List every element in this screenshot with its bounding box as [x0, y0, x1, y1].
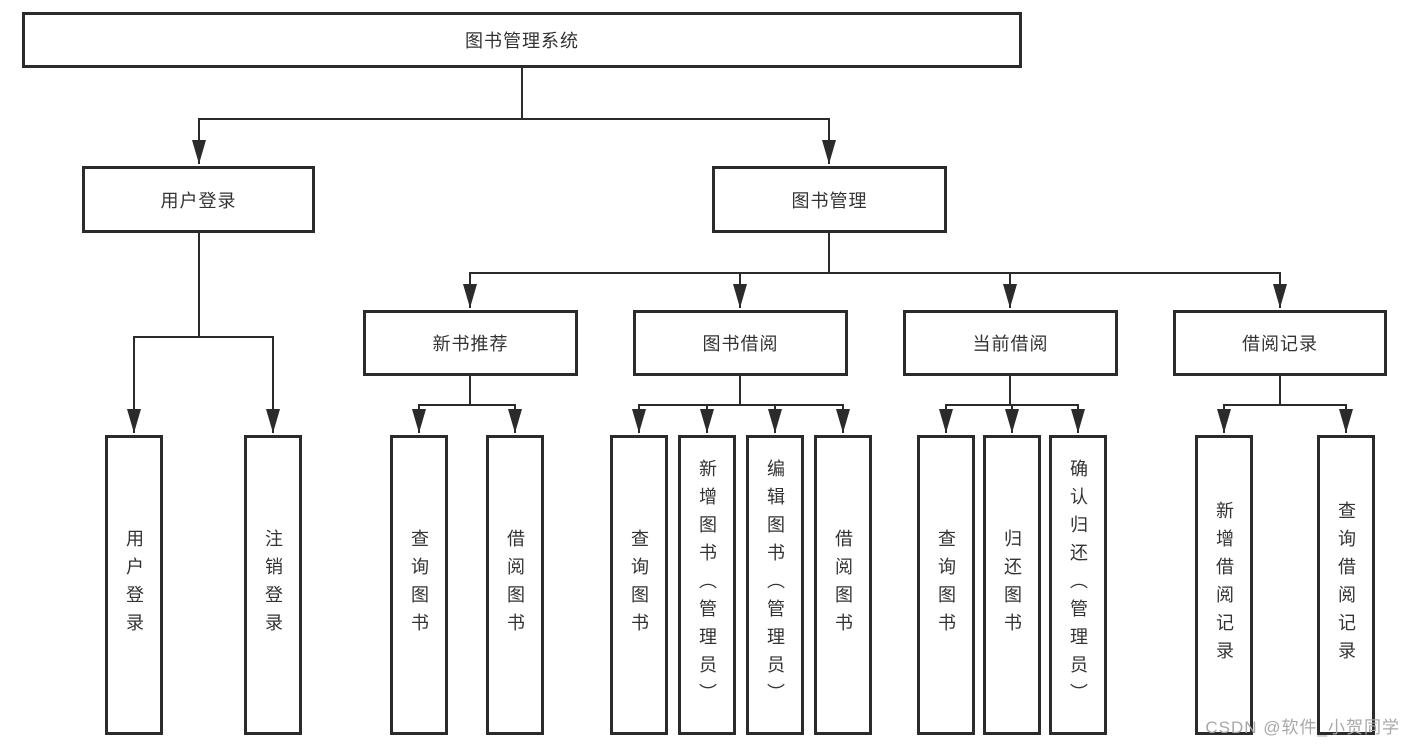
leaf-borrow-edit-admin: 编辑图书（管理员）	[746, 435, 804, 735]
node-book-mgmt: 图书管理	[712, 166, 947, 233]
csdn-watermark: CSDN @软件_小贺同学	[1205, 718, 1400, 737]
node-borrow-records: 借阅记录	[1173, 310, 1387, 376]
leaf-logout: 注销登录	[244, 435, 302, 735]
leaf-user-login: 用户登录	[105, 435, 163, 735]
leaf-current-query: 查询图书	[917, 435, 975, 735]
node-current-borrow: 当前借阅	[903, 310, 1118, 376]
connector-user-login	[127, 233, 280, 433]
node-new-books: 新书推荐	[363, 310, 578, 376]
leaf-current-confirm-admin: 确认归还（管理员）	[1049, 435, 1107, 735]
node-book-borrow: 图书借阅	[633, 310, 848, 376]
leaf-current-return: 归还图书	[983, 435, 1041, 735]
leaf-borrow-query: 查询图书	[610, 435, 668, 735]
node-user-login: 用户登录	[82, 166, 315, 233]
leaf-newbooks-borrow: 借阅图书	[486, 435, 544, 735]
leaf-newbooks-query: 查询图书	[390, 435, 448, 735]
leaf-records-query: 查询借阅记录	[1317, 435, 1375, 735]
node-root: 图书管理系统	[22, 12, 1022, 68]
connector-book-mgmt	[463, 233, 1287, 308]
connector-borrow-records	[1217, 376, 1353, 433]
connector-book-borrow	[632, 376, 850, 433]
connector-current-borrow	[939, 376, 1085, 433]
leaf-borrow-borrow: 借阅图书	[814, 435, 872, 735]
connector-root	[192, 68, 836, 164]
leaf-borrow-add-admin: 新增图书（管理员）	[678, 435, 736, 735]
connector-new-books	[412, 376, 522, 433]
leaf-records-add: 新增借阅记录	[1195, 435, 1253, 735]
